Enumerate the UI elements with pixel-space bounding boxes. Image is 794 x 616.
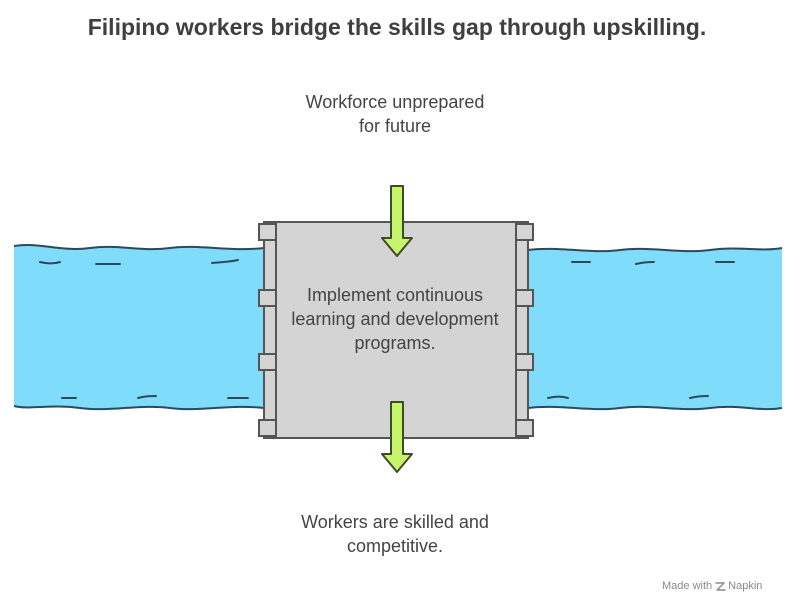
diagram-title: Filipino workers bridge the skills gap t… [87,14,707,40]
input-label: Workforce unprepared for future [305,92,485,136]
arrow-down-icon-top [381,185,413,257]
credit-brand: Napkin [728,580,763,592]
credit-prefix: Made with [662,580,713,592]
water-right [528,248,782,410]
outcome-label: Workers are skilled and competitive. [301,512,489,556]
water-left [14,245,264,410]
napkin-credit[interactable]: Made with Napkin [662,580,762,592]
process-label: Implement continuous learning and develo… [291,285,499,353]
arrow-down-icon-bottom [381,401,413,473]
napkin-logo-icon [715,581,726,591]
